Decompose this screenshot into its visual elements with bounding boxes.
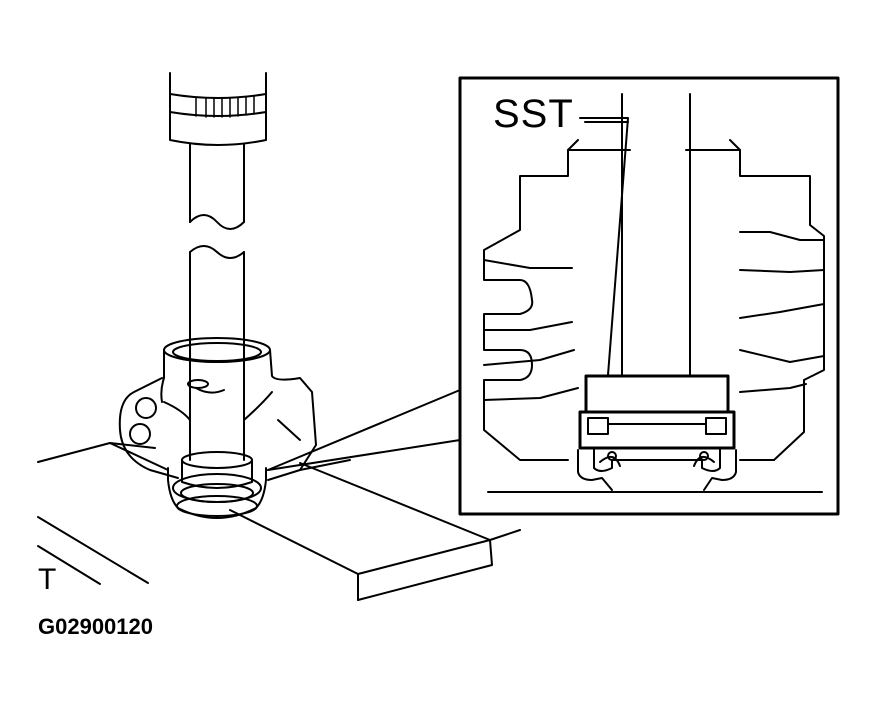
work-table — [38, 443, 520, 600]
callout-leader — [268, 390, 460, 470]
detail-inset — [460, 78, 838, 514]
figure-code-label: G02900120 — [38, 614, 153, 639]
sst-label: SST — [493, 92, 574, 136]
press-ram — [170, 73, 266, 229]
press-shaft — [190, 246, 244, 360]
table-mark-label: T — [38, 563, 57, 596]
housing-body — [120, 338, 316, 518]
